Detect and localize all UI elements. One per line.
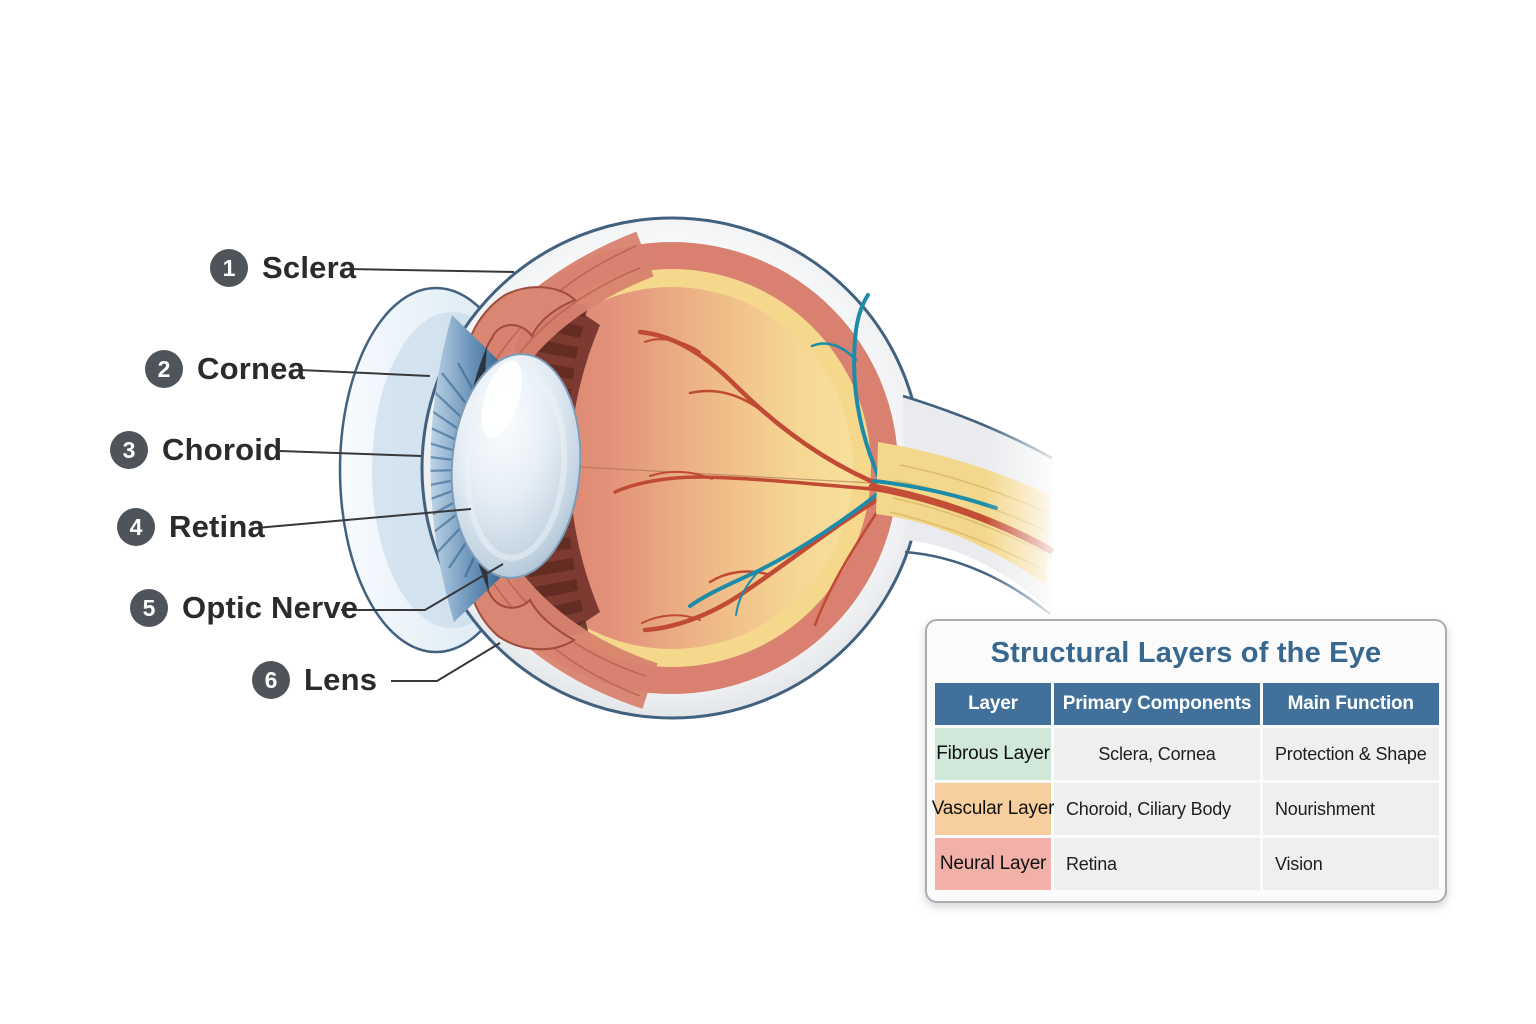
label-text-sclera: Sclera bbox=[262, 250, 357, 285]
label-number-badge: 2 bbox=[145, 350, 183, 388]
leader-lines bbox=[255, 268, 515, 682]
table-cell-components-fibrous: Sclera, Cornea bbox=[1054, 728, 1260, 780]
label-cornea: 2 Cornea bbox=[145, 350, 305, 388]
retinal-vessels bbox=[613, 293, 888, 633]
ciliary-process-bottom bbox=[466, 544, 576, 651]
label-lens: 6 Lens bbox=[252, 661, 377, 699]
label-number-badge: 4 bbox=[117, 508, 155, 546]
label-text-retina: Retina bbox=[169, 509, 265, 544]
table-cell-layer-vascular: Vascular Layer bbox=[932, 783, 1054, 835]
label-number-badge: 1 bbox=[210, 249, 248, 287]
leader-line-optic-nerve bbox=[341, 563, 504, 611]
leader-line-choroid bbox=[279, 450, 422, 457]
table-header-components: Primary Components bbox=[1054, 683, 1260, 725]
table-cell-components-neural: Retina bbox=[1054, 838, 1260, 890]
lens-highlight bbox=[481, 360, 523, 438]
central-retinal-vein bbox=[872, 479, 998, 510]
table-grid: Layer Primary Components Main Function F… bbox=[932, 683, 1439, 890]
ora-serrata-ridges bbox=[520, 293, 589, 644]
ciliary-process-top bbox=[463, 286, 577, 393]
label-choroid: 3 Choroid bbox=[110, 431, 282, 469]
eyeball bbox=[338, 216, 1100, 720]
table-cell-function-fibrous: Protection & Shape bbox=[1263, 728, 1439, 780]
structural-layers-table: Structural Layers of the Eye Layer Prima… bbox=[925, 619, 1447, 903]
label-text-choroid: Choroid bbox=[162, 432, 283, 467]
table-cell-layer-neural: Neural Layer bbox=[935, 838, 1051, 890]
label-number-badge: 3 bbox=[110, 431, 148, 469]
leader-line-sclera bbox=[347, 268, 515, 273]
leader-line-lens bbox=[391, 642, 501, 682]
label-number-badge: 5 bbox=[130, 589, 168, 627]
label-text-optic-nerve: Optic Nerve bbox=[182, 590, 359, 625]
table-cell-function-neural: Vision bbox=[1263, 838, 1439, 890]
leader-line-cornea bbox=[299, 369, 431, 377]
table-cell-function-vascular: Nourishment bbox=[1263, 783, 1439, 835]
nerve-fade bbox=[985, 380, 1100, 640]
table-cell-layer-fibrous: Fibrous Layer bbox=[935, 728, 1051, 780]
label-sclera: 1 Sclera bbox=[210, 249, 356, 287]
label-retina: 4 Retina bbox=[117, 508, 265, 546]
label-text-lens: Lens bbox=[304, 662, 378, 697]
label-text-cornea: Cornea bbox=[197, 351, 306, 386]
table-cell-components-vascular: Choroid, Ciliary Body bbox=[1054, 783, 1260, 835]
table-header-layer: Layer bbox=[935, 683, 1051, 725]
label-optic-nerve: 5 Optic Nerve bbox=[130, 589, 358, 627]
visual-axis-line bbox=[579, 466, 873, 484]
table-header-function: Main Function bbox=[1263, 683, 1439, 725]
table-title: Structural Layers of the Eye bbox=[990, 637, 1382, 669]
label-number-badge: 6 bbox=[252, 661, 290, 699]
lens-shape bbox=[450, 353, 582, 579]
leader-line-retina bbox=[255, 508, 472, 529]
